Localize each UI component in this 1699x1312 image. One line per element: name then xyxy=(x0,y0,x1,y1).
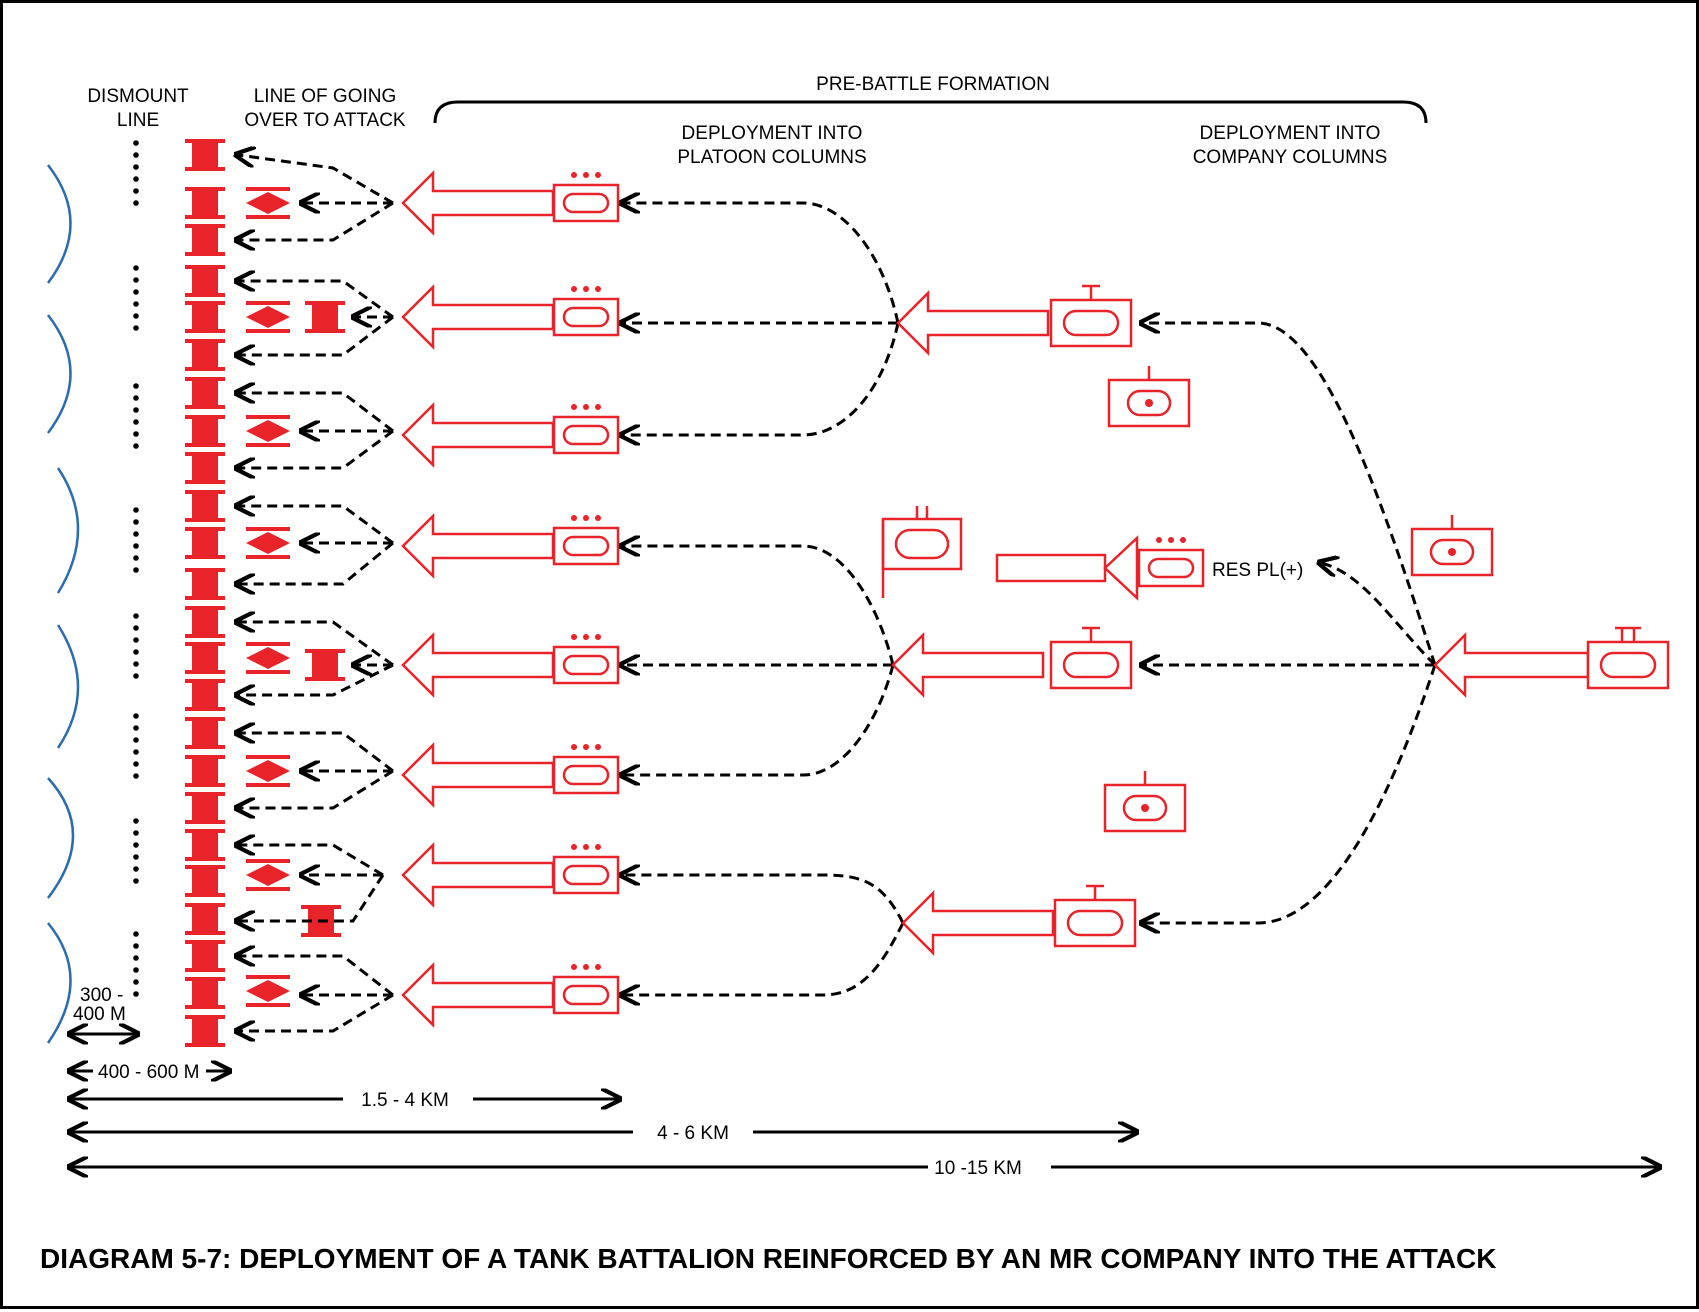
attack-position-icon xyxy=(185,606,225,638)
platoon-unit-icon xyxy=(552,402,620,455)
infantry-icon xyxy=(305,301,345,333)
company-unit-icon xyxy=(1049,626,1133,690)
movement-arrow xyxy=(401,633,555,697)
attack-position-icon xyxy=(185,224,225,256)
attack-position-icon xyxy=(185,452,225,484)
tank-icon xyxy=(246,642,290,674)
attack-position-icon xyxy=(185,139,225,171)
attack-position-icon xyxy=(185,527,225,559)
reserve-arrow-head xyxy=(1103,535,1139,601)
diagram-canvas: DISMOUNT LINE LINE OF GOING OVER TO ATTA… xyxy=(40,74,1670,1274)
company-unit-icon xyxy=(1049,284,1133,348)
infantry-icon xyxy=(305,649,345,681)
distance-scales: 300 - 400 M 400 - 600 M 1.5 - 4 KM 4 - 6… xyxy=(71,985,1658,1179)
attack-line-positions xyxy=(185,139,225,1047)
reserve-arrow-shaft xyxy=(995,553,1107,583)
distance-10-15-label: 10 -15 KM xyxy=(934,1158,1022,1179)
movement-arrow xyxy=(401,963,555,1027)
support-unit-icon xyxy=(1107,364,1191,428)
support-unit-icon xyxy=(1103,769,1187,833)
movement-arrow xyxy=(401,514,555,578)
attack-position-icon xyxy=(185,977,225,1009)
tank-symbols xyxy=(246,187,290,1007)
dismount-line-label-2: LINE xyxy=(117,110,159,131)
attack-position-icon xyxy=(185,568,225,600)
pre-battle-bracket xyxy=(433,100,1428,124)
company-unit-icon xyxy=(1053,884,1137,948)
tank-icon xyxy=(246,755,290,787)
distance-1-5-label: 1.5 - 4 KM xyxy=(361,1090,449,1111)
platoon-columns xyxy=(401,170,620,1027)
movement-arrow xyxy=(401,171,555,235)
movement-arrow xyxy=(401,843,555,907)
dismount-line-dots xyxy=(133,140,139,997)
distance-300-label: 300 - xyxy=(80,985,123,1006)
dismount-line-label: DISMOUNT xyxy=(87,86,189,107)
attack-position-icon xyxy=(185,377,225,409)
hq-flag-unit-icon xyxy=(881,506,963,598)
tank-icon xyxy=(246,527,290,559)
platoon-columns-label-2: PLATOON COLUMNS xyxy=(677,147,866,168)
pre-battle-formation-label: PRE-BATTLE FORMATION xyxy=(816,74,1050,95)
battalion-unit-icon xyxy=(1586,626,1670,690)
battalion-to-company-arrows xyxy=(1143,323,1437,923)
tank-icon xyxy=(246,187,290,219)
movement-arrow xyxy=(901,891,1055,955)
attack-position-icon xyxy=(185,490,225,522)
platoon-unit-icon xyxy=(552,842,620,895)
attack-line-label: LINE OF GOING xyxy=(254,86,397,107)
platoon-unit-icon xyxy=(552,170,620,223)
platoon-unit-icon xyxy=(552,284,620,337)
distance-400-label: 400 - 600 M xyxy=(98,1062,199,1083)
attack-position-icon xyxy=(185,265,225,297)
movement-arrow xyxy=(896,291,1050,355)
tank-icon xyxy=(246,301,290,333)
movement-arrow xyxy=(891,633,1045,697)
company-columns-label: DEPLOYMENT INTO xyxy=(1200,123,1381,144)
dismount-arcs xyxy=(46,164,80,1044)
platoon-unit-icon xyxy=(552,962,620,1015)
platoon-fanout-arrows xyxy=(238,155,394,1031)
support-unit-icon xyxy=(1410,513,1494,577)
attack-position-icon xyxy=(185,642,225,674)
company-columns-label-2: COMPANY COLUMNS xyxy=(1193,147,1388,168)
attack-position-icon xyxy=(185,301,225,333)
movement-arrow xyxy=(401,403,555,467)
attack-line-label-2: OVER TO ATTACK xyxy=(244,110,406,131)
movement-arrow xyxy=(401,285,555,349)
attack-position-icon xyxy=(185,865,225,897)
mr-infantry-symbols xyxy=(301,301,345,937)
tank-icon xyxy=(246,975,290,1007)
distance-4-6-label: 4 - 6 KM xyxy=(657,1123,729,1144)
movement-arrow xyxy=(401,743,555,807)
tank-icon xyxy=(246,859,290,891)
attack-position-icon xyxy=(185,792,225,824)
attack-position-icon xyxy=(185,187,225,219)
attack-position-icon xyxy=(185,1015,225,1047)
company-to-platoon-arrows xyxy=(623,203,905,995)
platoon-unit-icon xyxy=(552,742,620,795)
tank-icon xyxy=(246,415,290,447)
reserve-label: RES PL(+) xyxy=(1212,560,1303,581)
platoon-unit-icon xyxy=(552,513,620,566)
platoon-unit-icon xyxy=(552,632,620,685)
attack-position-icon xyxy=(185,829,225,861)
movement-arrow xyxy=(1433,631,1590,699)
attack-position-icon xyxy=(185,679,225,711)
distance-300-label-2: 400 M xyxy=(73,1004,126,1025)
attack-position-icon xyxy=(185,903,225,935)
attack-position-icon xyxy=(185,755,225,787)
attack-position-icon xyxy=(185,940,225,972)
diagram-title: DIAGRAM 5-7: DEPLOYMENT OF A TANK BATTAL… xyxy=(40,1243,1497,1274)
reserve-platoon: RES PL(+) xyxy=(995,535,1303,601)
company-columns xyxy=(891,284,1137,955)
attack-position-icon xyxy=(185,415,225,447)
battalion-column xyxy=(1433,626,1670,699)
attack-position-icon xyxy=(185,339,225,371)
platoon-columns-label: DEPLOYMENT INTO xyxy=(682,123,863,144)
attack-position-icon xyxy=(185,717,225,749)
reserve-platoon-unit-icon xyxy=(1137,535,1205,588)
